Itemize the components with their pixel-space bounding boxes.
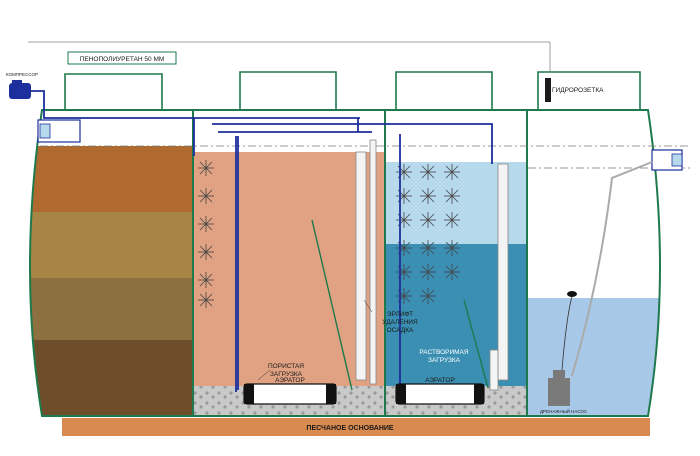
soluble-load-label-1: РАСТВОРИМАЯ xyxy=(419,349,468,356)
insulation-label-box: ПЕНОПОЛИУРЕТАН 50 ММ xyxy=(67,51,177,65)
aerator-icon xyxy=(395,383,485,405)
drain-pump-label: ДРЕНАЖНЫЙ НАСОС xyxy=(540,407,588,414)
aerator-label-2: АЭРАТОР xyxy=(425,377,455,384)
outlet-pipe-left xyxy=(37,119,81,143)
porous-load-label-2: ЗАГРУЗКА xyxy=(270,371,303,378)
chamber-1-layer-3 xyxy=(30,278,192,340)
leader-lines xyxy=(311,219,489,391)
tank-body xyxy=(29,109,661,417)
sand-base-label: ПЕСЧАНОЕ ОСНОВАНИЕ xyxy=(306,425,394,432)
hydro-socket-label: ГИДРОРОЗЕТКА xyxy=(552,87,604,94)
air-pipes xyxy=(31,90,493,392)
drain-pump-icon xyxy=(548,370,570,406)
float-cable xyxy=(561,295,573,371)
outlet-pipe-right xyxy=(651,149,683,171)
chamber-walls xyxy=(192,110,528,416)
soluble-load-label-2: ЗАГРУЗКА xyxy=(428,357,461,364)
porous-load-label-1: ПОРИСТАЯ xyxy=(268,363,304,370)
chamber-1-layer-1 xyxy=(30,146,192,212)
callout-lines xyxy=(257,299,373,381)
float-switch-icon xyxy=(567,291,577,297)
manholes xyxy=(64,71,641,110)
chamber-1-layer-4 xyxy=(30,340,192,416)
aerator-label-1: АЭРАТОР xyxy=(275,377,305,384)
chamber-2-fill xyxy=(194,152,384,416)
pump-hose xyxy=(571,161,653,377)
airlift-label-1: ЭРЛИФТ xyxy=(387,311,413,318)
airlift-label-3: ОСАДКА xyxy=(387,327,414,334)
aerator-icon xyxy=(243,383,337,405)
compressor-icon xyxy=(9,80,31,99)
insulation-label: ПЕНОПОЛИУРЕТАН 50 ММ xyxy=(80,56,165,63)
compressor-label: КОМПРЕССОР xyxy=(6,72,38,77)
hydro-socket-icon xyxy=(545,78,551,102)
airlift-label-2: УДАЛЕНИЯ xyxy=(382,319,418,326)
airlift-pipes xyxy=(355,139,509,391)
chamber-1-layer-2 xyxy=(30,212,192,278)
sand-base xyxy=(62,418,650,436)
